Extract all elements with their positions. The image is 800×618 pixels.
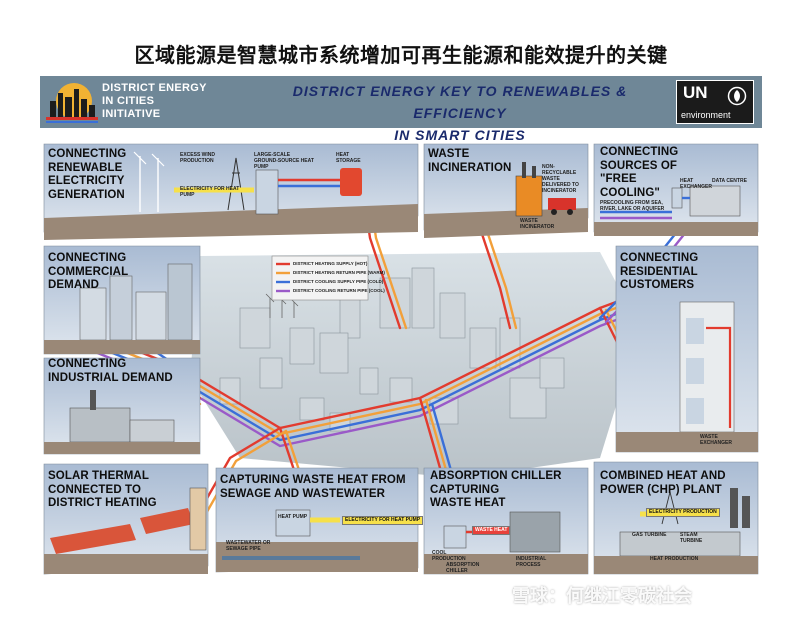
panel-residential-art	[615, 245, 759, 453]
panel-title-line: CONNECTING	[48, 148, 127, 160]
panel-title-line: DISTRICT HEATING	[48, 497, 157, 509]
panel-title-line: CONNECTED TO	[48, 483, 141, 496]
un-text: UN	[683, 83, 708, 102]
initiative-line: INITIATIVE	[102, 108, 161, 120]
panel-title-line: COMBINED HEAT AND	[600, 470, 726, 482]
initiative-line: DISTRICT ENERGY	[102, 82, 207, 94]
precooling-label: PRECOOLING FROM SEA, RIVER, LAKE OR AQUI…	[600, 200, 665, 212]
panel-title-line: CONNECTING	[620, 252, 699, 264]
snowball-watermark: 雪球：何继江零碳社会	[512, 586, 692, 607]
banner-tagline: DISTRICT ENERGY KEY TO RENEWABLES & EFFI…	[245, 80, 675, 146]
panel-title-line: GENERATION	[48, 188, 125, 201]
panel-waste-art	[423, 143, 589, 238]
waste-incinerator-label: WASTE INCINERATOR	[520, 218, 555, 230]
non-recyclable-waste-label: NON-RECYCLABLE WASTE DELIVERED TO INCINE…	[542, 164, 579, 194]
initiative-line: IN CITIES	[102, 95, 155, 107]
panel-title-line: COMMERCIAL	[48, 265, 129, 278]
data-centre-label: DATA CENTRE	[712, 178, 747, 184]
panel-title-line: POWER (CHP) PLANT	[600, 483, 722, 496]
steam-turbine-label: STEAM TURBINE	[680, 532, 703, 544]
un-emblem-icon	[727, 86, 747, 106]
district-energy-diagram: DISTRICT HEATING SUPPLY (HOT) DISTRICT H…	[40, 128, 762, 606]
panel-title-line: RESIDENTIAL	[620, 265, 698, 278]
city-skyline-logo-icon	[46, 83, 98, 123]
panel-solar-title: SOLAR THERMAL CONNECTED TO DISTRICT HEAT…	[48, 470, 157, 511]
sewage-electricity-tag: ELECTRICITY FOR HEAT PUMP	[342, 516, 424, 525]
panel-title-line: CONNECTING	[48, 358, 127, 370]
snowball-logo-icon	[491, 585, 509, 603]
waste-exchanger-label: WASTE EXCHANGER	[700, 434, 732, 446]
diagram-artwork	[43, 143, 759, 575]
panel-title-line: RENEWABLE	[48, 161, 123, 174]
panel-title-line: COOLING"	[600, 186, 660, 199]
legend-heating-supply: DISTRICT HEATING SUPPLY (HOT)	[293, 261, 368, 266]
panel-title-line: CAPTURING WASTE HEAT FROM	[220, 474, 406, 486]
panel-renewable-art	[43, 143, 419, 240]
panel-title-line: "FREE	[600, 173, 637, 185]
panel-title-line: ABSORPTION CHILLER	[430, 470, 562, 482]
excess-wind-label: EXCESS WIND PRODUCTION	[180, 152, 216, 164]
panel-free-cooling-title: CONNECTING SOURCES OF "FREE COOLING"	[600, 146, 678, 200]
panel-title-line: INCINERATION	[428, 161, 512, 174]
initiative-name: DISTRICT ENERGY IN CITIES INITIATIVE	[102, 82, 242, 121]
panel-chp-title: COMBINED HEAT AND POWER (CHP) PLANT	[600, 470, 726, 497]
panel-sewage-art	[215, 467, 419, 573]
panel-title-line: SOLAR THERMAL	[48, 470, 149, 482]
panel-industrial-art	[43, 357, 201, 455]
heat-exchanger-label: HEAT EXCHANGER	[680, 178, 712, 190]
header-banner: DISTRICT ENERGY IN CITIES INITIATIVE DIS…	[40, 76, 762, 143]
panel-chp-art	[593, 461, 759, 575]
central-city-ground	[190, 252, 640, 478]
tagline-line: IN SMART CITIES	[394, 127, 526, 143]
sewage-heat-pump-label: HEAT PUMP	[278, 514, 308, 520]
panel-title-line: CONNECTING	[48, 252, 127, 264]
panel-commercial-title: CONNECTING COMMERCIAL DEMAND	[48, 252, 128, 293]
un-environment-logo: UN environment	[676, 80, 754, 124]
panel-title-line: SOURCES OF	[600, 159, 678, 172]
electricity-heat-pump-label: ELECTRICITY FOR HEAT PUMP	[180, 186, 240, 198]
panel-absorption-title: ABSORPTION CHILLER CAPTURING WASTE HEAT	[430, 470, 562, 511]
panel-title-line: WASTE	[428, 148, 470, 160]
panel-title-line: WASTE HEAT	[430, 497, 506, 509]
panel-industrial-title: CONNECTING INDUSTRIAL DEMAND	[48, 358, 173, 385]
tagline-line: DISTRICT ENERGY KEY TO RENEWABLES & EFFI…	[292, 83, 628, 121]
panel-title-line: CONNECTING	[600, 146, 679, 158]
panel-solar-art	[43, 463, 209, 575]
page-title-chinese: 区域能源是智慧城市系统增加可再生能源和能效提升的关键	[40, 36, 762, 74]
panel-title-line: CAPTURING	[430, 483, 500, 496]
panel-title-line: SEWAGE AND WASTEWATER	[220, 487, 386, 500]
legend-heating-return: DISTRICT HEATING RETURN PIPE (WARM)	[293, 270, 385, 275]
panel-commercial-art	[43, 245, 201, 355]
panel-free-cooling-art	[593, 143, 759, 236]
legend-cooling-supply: DISTRICT COOLING SUPPLY PIPE (COLD)	[293, 279, 384, 284]
ground-source-heat-pump-label: LARGE-SCALE GROUND-SOURCE HEAT PUMP	[254, 152, 314, 170]
waste-heat-tag: WASTE HEAT	[472, 526, 511, 535]
heat-production-label: HEAT PRODUCTION	[650, 556, 699, 562]
cool-production-label: COOL PRODUCTION	[432, 550, 466, 562]
panel-residential-title: CONNECTING RESIDENTIAL CUSTOMERS	[620, 252, 698, 293]
absorption-chiller-label: ABSORPTION CHILLER	[446, 562, 480, 574]
panel-absorption-art	[423, 467, 589, 575]
panel-sewage-title: CAPTURING WASTE HEAT FROM SEWAGE AND WAS…	[220, 474, 406, 501]
industrial-process-label: INDUSTRIAL PROCESS	[516, 556, 547, 568]
panel-title-line: INDUSTRIAL DEMAND	[48, 371, 173, 384]
panel-waste-title: WASTE INCINERATION	[428, 148, 511, 175]
un-environment-text: environment	[681, 110, 731, 120]
chp-electricity-tag: ELECTRICITY PRODUCTION	[646, 508, 720, 517]
gas-turbine-label: GAS TURBINE	[632, 532, 667, 538]
panel-title-line: DEMAND	[48, 279, 100, 291]
panel-renewable-title: CONNECTING RENEWABLE ELECTRICITY GENERAT…	[48, 148, 126, 202]
panel-title-line: ELECTRICITY	[48, 175, 125, 187]
sewage-pipe-label: WASTEWATER OR SEWAGE PIPE	[226, 540, 271, 552]
panel-title-line: CUSTOMERS	[620, 279, 695, 291]
legend-cooling-return: DISTRICT COOLING RETURN PIPE (COOL)	[293, 288, 385, 293]
heat-storage-label: HEAT STORAGE	[336, 152, 361, 164]
